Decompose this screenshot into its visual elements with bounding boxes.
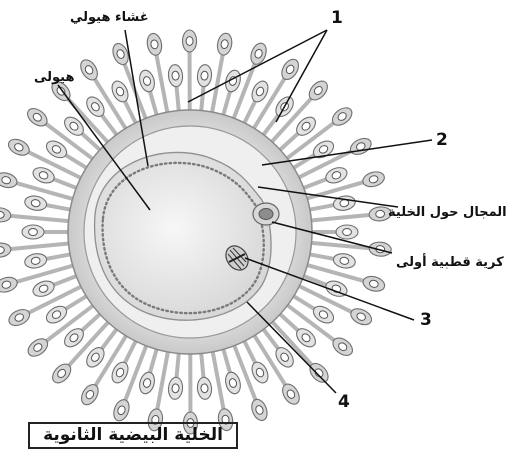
follicle-cell-stalk — [54, 275, 78, 284]
follicle-cell-stalk — [157, 55, 168, 114]
follicle-cell-stalk — [157, 350, 168, 409]
follicle-cell-stalk — [46, 205, 72, 210]
label-number-4: 4 — [338, 392, 350, 412]
follicle-cell-nucleus — [172, 384, 180, 393]
follicle-cell-stalk — [177, 351, 179, 377]
follicle-cell-nucleus — [201, 384, 209, 393]
follicle-cell-stalk — [150, 92, 157, 117]
polar-body — [253, 203, 279, 225]
follicle-cell-stalk — [201, 351, 203, 377]
follicle-cell-nucleus — [343, 229, 352, 236]
follicle-cell-stalk — [309, 215, 369, 221]
follicle-cell-stalk — [201, 87, 203, 113]
follicle-cell-stalk — [11, 243, 71, 249]
follicle-cell-stalk — [308, 205, 334, 210]
follicle-cell-stalk — [243, 339, 255, 362]
follicle-cell-nucleus — [186, 37, 193, 46]
label-cytoplasm: هيولى — [34, 70, 75, 85]
label-polar-body: كرية قطبية أولى — [396, 255, 504, 270]
follicle-cell-stalk — [66, 295, 88, 309]
follicle-cell-stalk — [177, 87, 179, 113]
follicle-cell-stalk — [46, 254, 72, 259]
follicle-cell-stalk — [302, 179, 326, 188]
follicle-cell-stalk — [125, 339, 137, 362]
diagram-caption: الخلية البيضية الثانوية — [28, 422, 238, 449]
follicle-cell-stalk — [102, 115, 118, 136]
follicle-cell-stalk — [223, 92, 230, 117]
follicle-cell-stalk — [262, 115, 278, 136]
follicle-cell-nucleus — [375, 210, 384, 218]
label-number-1: 1 — [331, 8, 343, 28]
follicle-cell-stalk — [223, 347, 230, 372]
label-perivitelline-space: المجال حول الخلية — [388, 205, 507, 220]
follicle-cell-stalk — [102, 328, 118, 349]
follicle-cell-stalk — [125, 101, 137, 124]
follicle-cell-nucleus — [201, 71, 209, 80]
follicle-cell-stalk — [243, 101, 255, 124]
follicle-cell-stalk — [82, 313, 101, 331]
label-number-2: 2 — [436, 130, 448, 150]
follicle-cell-stalk — [212, 350, 223, 409]
follicle-cell-stalk — [66, 155, 88, 169]
label-plasma-membrane: غشاء هيولي — [70, 10, 149, 25]
follicle-cell-stalk — [279, 313, 298, 331]
follicle-cell-nucleus — [29, 229, 38, 236]
follicle-cell-stalk — [54, 179, 78, 188]
follicle-cell-stalk — [150, 347, 157, 372]
follicle-cell-stalk — [82, 134, 101, 152]
follicle-cell-stalk — [279, 134, 298, 152]
follicle-cell-nucleus — [172, 71, 180, 80]
follicle-cell-stalk — [308, 254, 334, 259]
follicle-cell-stalk — [11, 216, 71, 221]
label-number-3: 3 — [420, 310, 432, 330]
follicle-cell-stalk — [292, 295, 314, 309]
